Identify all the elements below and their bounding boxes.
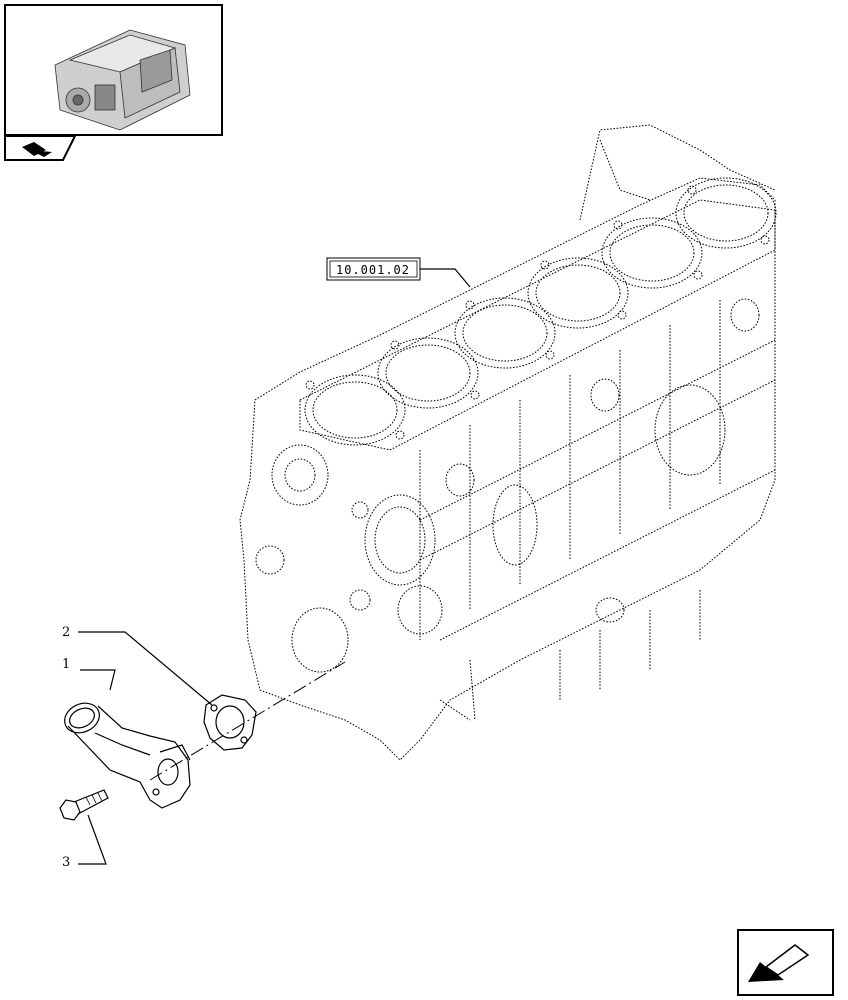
callout-label-1: 1 [62, 657, 70, 672]
engine-block-drawing [239, 124, 777, 761]
callout-label-2: 2 [62, 625, 70, 640]
water-outlet-part[interactable] [60, 698, 191, 809]
reference-label: 10.001.02 [336, 263, 410, 277]
callout-label-3: 3 [62, 855, 70, 870]
reference-callout[interactable]: 10.001.02 [326, 257, 471, 288]
book-arrow-icon[interactable] [4, 135, 77, 161]
gasket-part[interactable] [203, 694, 257, 751]
bolt-part[interactable] [59, 789, 109, 821]
engine-thumbnail-icon[interactable] [4, 4, 223, 136]
assembly-axis-line [149, 661, 346, 781]
callout-3[interactable]: 3 [62, 814, 107, 870]
callout-2[interactable]: 2 [62, 625, 213, 706]
previous-page-arrow-icon[interactable] [737, 929, 834, 996]
callout-1[interactable]: 1 [62, 657, 116, 691]
